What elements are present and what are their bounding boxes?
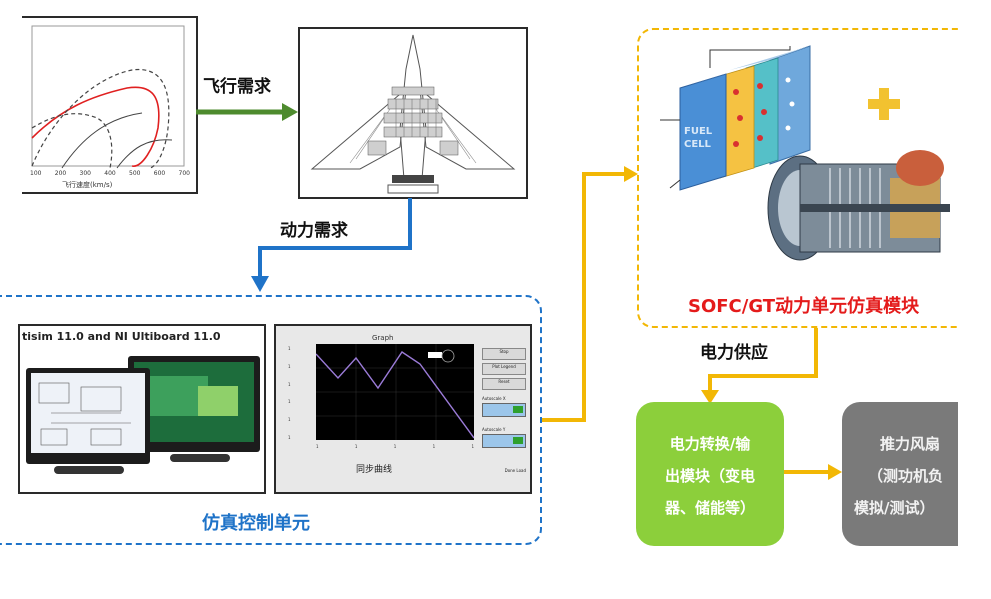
plot-xlabel: 飞行速度(km/s) <box>62 181 113 189</box>
sim-control-unit <box>0 295 542 545</box>
power-demand-label: 动力需求 <box>280 221 348 241</box>
power-conversion-box: 电力转换/输 出模块（变电 器、储能等） <box>636 402 784 546</box>
aircraft-icon <box>310 34 516 194</box>
plot-legend-button[interactable]: Plot Legend <box>482 363 526 375</box>
software-banner: tisim 11.0 and NI Ultiboard 11.0 <box>22 330 221 343</box>
performance-plot-panel: 100 200 300 400 500 600 700 飞行速度(km/s) <box>22 16 198 194</box>
sim-control-title: 仿真控制单元 <box>202 513 310 534</box>
thrust-line-2: （测功机负 <box>868 467 944 485</box>
monitor-front <box>26 368 150 464</box>
power-supply-label: 电力供应 <box>700 343 768 363</box>
graph-side-panel: Stop Plot Legend Reset Autoscale X Autos… <box>482 348 526 488</box>
dashed-curve-1 <box>31 68 170 169</box>
stop-button[interactable]: Stop <box>482 348 526 360</box>
x-tick: 600 <box>153 170 166 177</box>
solid-curve-2 <box>116 139 173 169</box>
graph-plot-area <box>315 344 475 440</box>
conversion-line-1: 电力转换/输 <box>669 435 751 453</box>
monitor-back <box>128 356 260 452</box>
multisim-screenshot: tisim 11.0 and NI Ultiboard 11.0 <box>18 324 266 494</box>
x-tick: 100 <box>30 170 42 177</box>
flight-demand-label: 飞行需求 <box>203 77 271 97</box>
thrust-line-3: 模拟/测试） <box>854 499 935 517</box>
gas-turbine-icon <box>767 150 950 261</box>
autoscale-y-label: Autoscale Y <box>482 427 506 432</box>
dashed-curve-2 <box>31 113 113 169</box>
autoscale-y-toggle[interactable] <box>482 434 526 448</box>
graph-title: Graph <box>372 334 394 342</box>
flight-demand-arrow <box>196 103 298 121</box>
x-tick: 700 <box>178 170 190 177</box>
autoscale-x-toggle[interactable] <box>482 403 526 417</box>
power-demand-arrow <box>251 198 412 292</box>
fuel-cell-stack <box>660 45 811 191</box>
autoscale-x-label: Autoscale X <box>482 396 506 401</box>
monitor-stand <box>54 466 124 474</box>
conversion-line-3: 器、储能等） <box>664 499 755 517</box>
plot-x-ticks: 100 200 300 400 500 600 700 <box>30 170 190 177</box>
graph-footer: 同步曲线 <box>356 465 393 475</box>
performance-curves <box>31 25 185 169</box>
x-tick: 300 <box>79 170 91 177</box>
x-tick: 500 <box>129 170 141 177</box>
conversion-to-thrust-arrow <box>784 464 842 480</box>
aircraft-panel <box>298 27 528 199</box>
x-tick: 200 <box>54 170 67 177</box>
sim-to-sofc-arrow <box>542 166 638 422</box>
sofc-module-title: SOFC/GT动力单元仿真模块 <box>688 296 920 317</box>
thrust-line-1: 推力风扇 <box>880 435 941 453</box>
monitor-stand-2 <box>170 454 230 462</box>
plus-icon <box>868 88 900 120</box>
red-curve <box>31 86 160 167</box>
graph-trace <box>315 351 475 439</box>
power-supply-arrow <box>701 328 818 404</box>
sofc-module <box>637 28 991 328</box>
reset-button[interactable]: Reset <box>482 378 526 390</box>
x-tick: 400 <box>104 170 116 177</box>
right-crop-mask <box>958 0 991 599</box>
fuel-cell-text: FUEL CELL <box>684 126 713 150</box>
status-text: Done Load <box>504 468 526 473</box>
solid-curve-1 <box>61 112 143 169</box>
conversion-line-2: 出模块（变电 <box>664 467 755 485</box>
